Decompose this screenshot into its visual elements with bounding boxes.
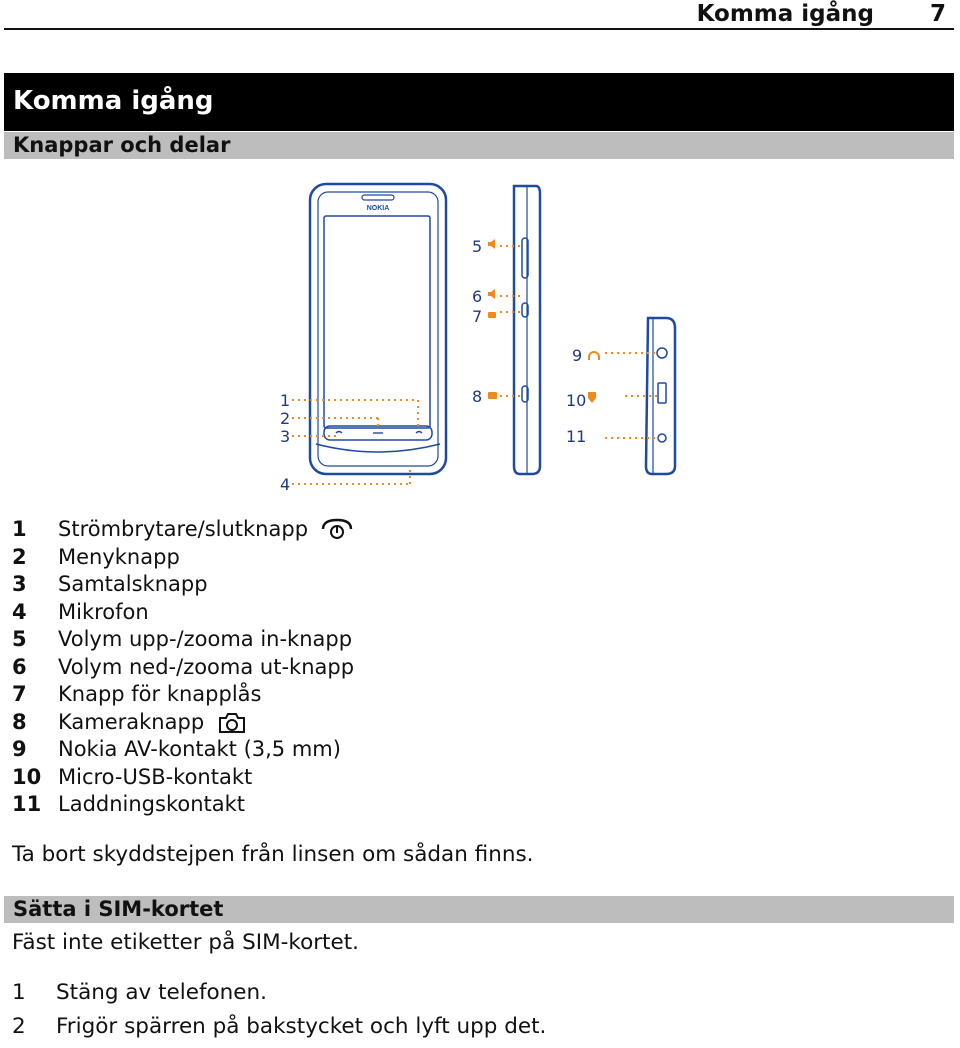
lock-icon — [488, 312, 496, 318]
page-number: 7 — [929, 1, 946, 27]
callout-5: 5 — [472, 237, 482, 256]
callout-6: 6 — [472, 287, 482, 306]
charger-plug-icon — [588, 392, 596, 403]
callout-10: 10 — [566, 391, 586, 410]
callout-1: 1 — [280, 391, 290, 410]
phone-end-view — [644, 316, 677, 476]
legend-label: Micro-USB-kontakt — [58, 764, 253, 789]
legend-label: Knapp för knapplås — [58, 682, 262, 706]
legend-number: 5 — [12, 627, 27, 651]
list-item: 4 Mikrofon — [12, 600, 572, 628]
step-text: Frigör spärren på bakstycket och lyft up… — [56, 1014, 547, 1039]
callout-8: 8 — [472, 387, 482, 406]
running-header-title: Komma igång — [696, 1, 874, 27]
legend-number: 7 — [12, 682, 27, 706]
legend-number: 10 — [12, 764, 42, 789]
list-item: 11 Laddningskontakt — [12, 792, 572, 820]
legend-number: 6 — [12, 654, 27, 679]
camera-key-icon — [488, 392, 497, 399]
legend-label: Menyknapp — [58, 544, 180, 569]
legend-number: 2 — [12, 544, 27, 569]
volume-up-icon — [488, 239, 495, 249]
section-title: Knappar och delar — [13, 133, 231, 157]
brand-logo: NOKIA — [367, 205, 390, 212]
list-item: 10 Micro-USB-kontakt — [12, 765, 572, 793]
callout-3: 3 — [280, 427, 290, 446]
list-item: 6 Volym ned-/zooma ut-knapp — [12, 655, 572, 683]
volume-down-icon — [488, 289, 495, 299]
legend-number: 11 — [12, 792, 42, 816]
step-number: 2 — [12, 1014, 26, 1039]
chapter-title: Komma igång — [13, 86, 214, 116]
legend-number: 8 — [12, 709, 27, 734]
list-item: 9 Nokia AV-kontakt (3,5 mm) — [12, 737, 572, 765]
legend-label: Volym ned-/zooma ut-knapp — [58, 654, 355, 679]
list-item: 8 Kameraknapp — [12, 710, 572, 738]
legend-label: Kameraknapp — [58, 709, 205, 734]
section-heading-insert-sim: Sätta i SIM-kortet — [4, 896, 954, 923]
step-text: Stäng av telefonen. — [56, 980, 267, 1005]
list-item: 2 Menyknapp — [12, 545, 572, 573]
sim-label-warning: Fäst inte etiketter på SIM-kortet. — [12, 930, 359, 955]
callout-9: 9 — [572, 346, 582, 365]
callout-2: 2 — [280, 409, 290, 428]
legend-number: 4 — [12, 599, 27, 624]
legend-label: Samtalsknapp — [58, 572, 208, 596]
headset-icon — [588, 351, 600, 360]
running-header: Komma igång 7 — [4, 0, 954, 30]
camera-icon — [218, 712, 245, 733]
callout-7: 7 — [472, 307, 482, 326]
legend-label: Nokia AV-kontakt (3,5 mm) — [58, 737, 341, 761]
chapter-heading-bar: Komma igång — [4, 73, 954, 131]
list-item: 7 Knapp för knapplås — [12, 682, 572, 710]
section-heading-keys-and-parts: Knappar och delar — [4, 132, 954, 159]
parts-legend-list: 1 Strömbrytare/slutknapp 2 Menyknapp 3 S… — [12, 517, 572, 820]
lens-tape-note: Ta bort skyddstejpen från linsen om såda… — [12, 842, 534, 867]
phone-parts-illustration: NOKIA 1 2 3 4 5 6 7 8 9 10 11 — [280, 182, 677, 494]
phone-earpiece — [361, 194, 395, 201]
legend-label: Laddningskontakt — [58, 792, 246, 816]
phone-front-body — [308, 182, 448, 476]
legend-label: Strömbrytare/slutknapp — [58, 517, 309, 541]
legend-label: Mikrofon — [58, 599, 149, 624]
phone-screen — [323, 215, 431, 429]
legend-label: Volym upp-/zooma in-knapp — [58, 627, 353, 651]
legend-number: 3 — [12, 572, 27, 596]
section-title: Sätta i SIM-kortet — [13, 897, 224, 921]
step-number: 1 — [12, 980, 26, 1005]
power-end-key-icon — [321, 518, 352, 539]
legend-number: 9 — [12, 737, 27, 761]
list-item: 1 Strömbrytare/slutknapp — [12, 517, 572, 545]
callout-11: 11 — [566, 427, 586, 446]
list-item: 5 Volym upp-/zooma in-knapp — [12, 627, 572, 655]
phone-side-view — [512, 184, 542, 476]
callout-4: 4 — [280, 475, 290, 494]
list-item: 3 Samtalsknapp — [12, 572, 572, 600]
legend-number: 1 — [12, 517, 27, 541]
